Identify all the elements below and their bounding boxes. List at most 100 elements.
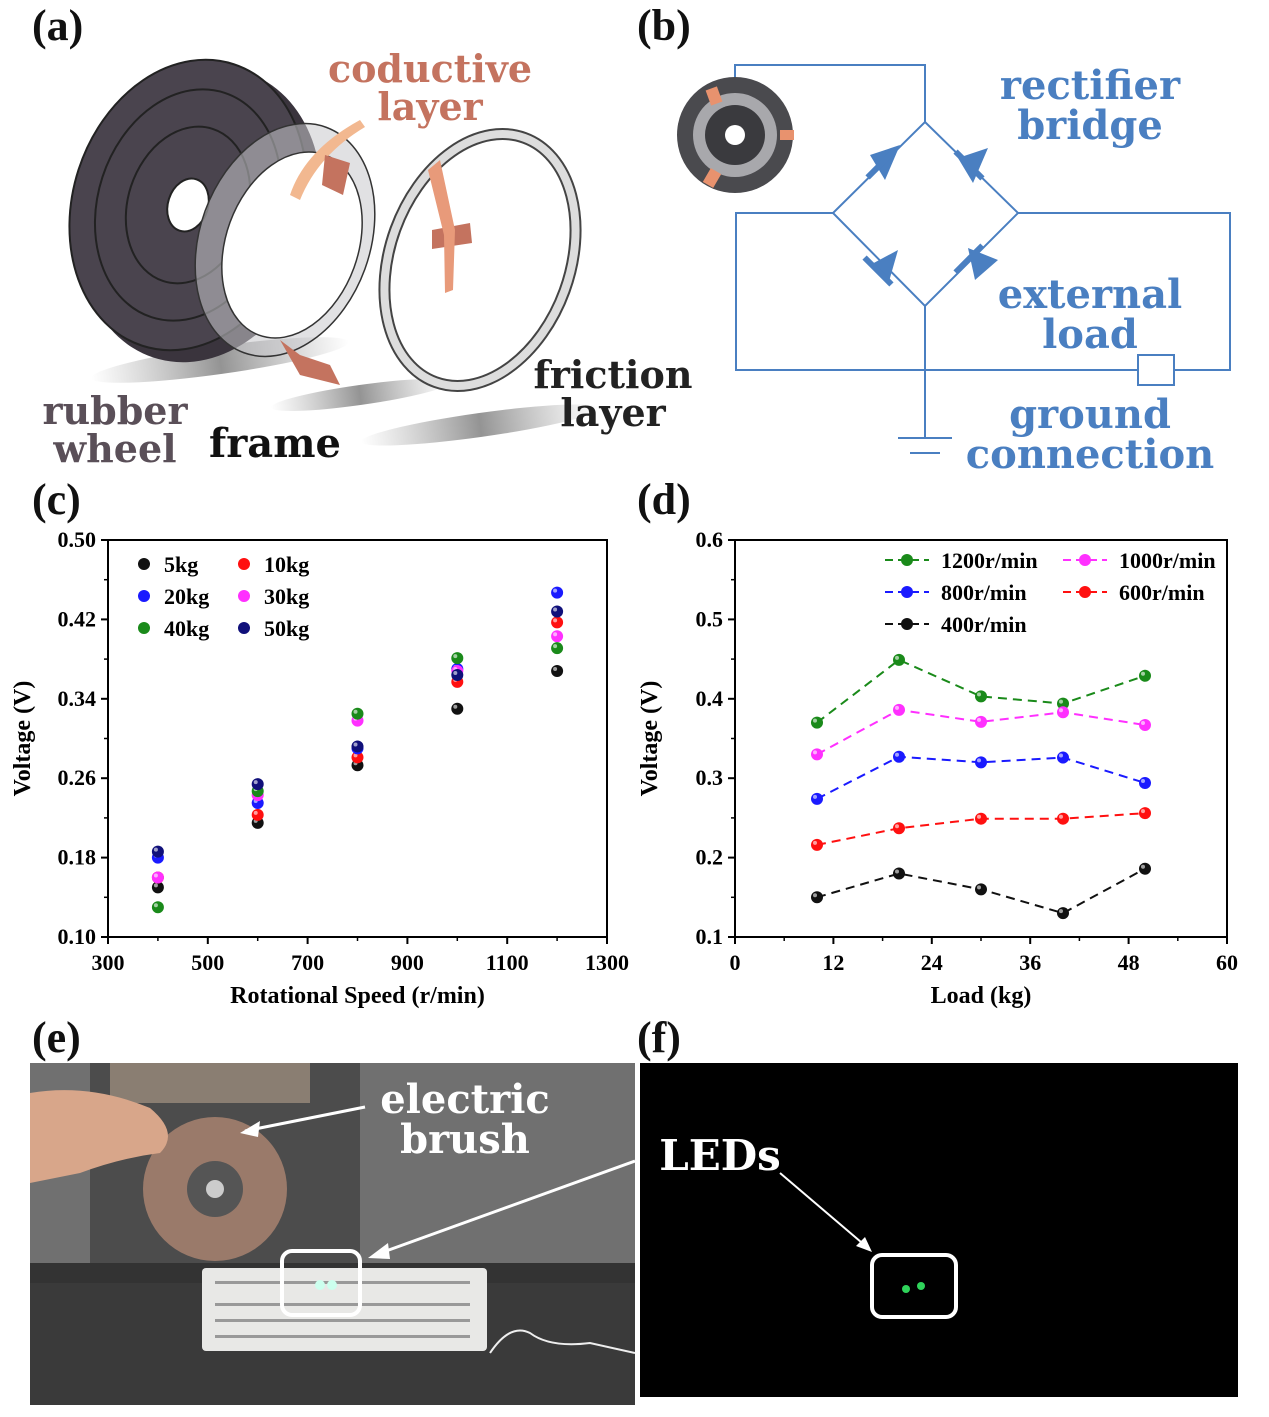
frame-shadow — [270, 379, 450, 411]
y-tick-label: 0.34 — [58, 686, 97, 711]
data-point-highlight — [895, 705, 899, 710]
data-point — [151, 845, 164, 858]
ground-label-line2: connection — [965, 431, 1215, 478]
friction-shadow — [361, 404, 599, 446]
data-point — [975, 690, 987, 703]
legend-marker — [901, 554, 913, 566]
data-point-highlight — [1141, 864, 1145, 869]
data-point-highlight — [895, 655, 899, 660]
data-point-highlight — [553, 644, 558, 649]
data-point — [351, 707, 364, 720]
brush-label-line1: electric — [380, 1076, 550, 1123]
legend-marker — [238, 622, 250, 634]
x-tick-label: 60 — [1216, 950, 1238, 975]
legend-marker — [138, 622, 150, 634]
conductive-label-line2: layer — [377, 84, 483, 129]
data-point-highlight — [977, 758, 981, 763]
conductive-layer-label: coductive layer — [320, 50, 540, 126]
data-point — [551, 642, 564, 655]
data-point-highlight — [253, 780, 258, 785]
legend-label: 5kg — [164, 552, 198, 577]
data-point-highlight — [253, 810, 258, 815]
data-point-highlight — [1059, 753, 1063, 758]
legend-label: 20kg — [164, 584, 209, 609]
legend-label: 1000r/min — [1119, 548, 1216, 573]
external-label-line1: external — [997, 271, 1183, 318]
panel-label-f: (f) — [637, 1013, 681, 1062]
led-highlight-box — [870, 1253, 958, 1319]
legend-entry: 1000r/min — [1063, 548, 1216, 573]
x-axis-label: Rotational Speed (r/min) — [230, 983, 485, 1009]
series-line — [816, 755, 1146, 800]
x-tick-label: 300 — [92, 950, 125, 975]
legend-label: 600r/min — [1119, 580, 1205, 605]
data-point — [893, 653, 905, 666]
legend-entry: 20kg — [138, 584, 209, 609]
y-tick-label: 0.4 — [696, 686, 724, 711]
x-tick-label: 700 — [291, 950, 324, 975]
data-point — [551, 605, 564, 618]
led-2 — [917, 1282, 925, 1290]
rubber-label-line1: rubber — [42, 388, 188, 433]
data-point — [811, 838, 823, 851]
data-point — [893, 750, 905, 763]
friction-label-line2: layer — [560, 390, 666, 435]
data-point-highlight — [553, 632, 558, 637]
data-point-highlight — [1141, 809, 1145, 814]
data-point-highlight — [553, 588, 558, 593]
series-line — [816, 658, 1146, 724]
friction-label-line1: friction — [533, 352, 693, 397]
x-axis-label: Load (kg) — [931, 983, 1032, 1009]
legend-label: 10kg — [264, 552, 309, 577]
ground-connection-label: ground connection — [960, 395, 1220, 475]
legend-entry: 600r/min — [1063, 580, 1205, 605]
panel-label-b: (b) — [637, 1, 691, 50]
x-tick-label: 24 — [921, 950, 943, 975]
rubber-label-line2: wheel — [53, 426, 177, 471]
y-tick-label: 0.42 — [58, 606, 97, 631]
data-point-highlight — [453, 670, 458, 675]
data-point-highlight — [895, 869, 899, 874]
data-point-highlight — [813, 840, 817, 845]
data-point-highlight — [553, 618, 558, 623]
data-point-highlight — [813, 893, 817, 898]
data-point — [351, 740, 364, 753]
y-tick-label: 0.3 — [696, 765, 724, 790]
rubber-wheel-label: rubber wheel — [30, 392, 200, 468]
data-point — [1057, 751, 1069, 764]
y-tick-label: 0.5 — [696, 606, 724, 631]
panel-a-illustration — [68, 58, 599, 446]
electric-brush-label: electric brush — [365, 1080, 565, 1160]
data-point-highlight — [813, 750, 817, 755]
series-line — [816, 708, 1146, 756]
series-40kg — [151, 642, 564, 914]
legend-entry: 1200r/min — [885, 548, 1038, 573]
x-tick-label: 500 — [191, 950, 224, 975]
legend-label: 40kg — [164, 616, 209, 641]
data-point — [551, 586, 564, 599]
series-50kg — [151, 605, 564, 858]
data-point-highlight — [813, 718, 817, 723]
legend-marker — [1079, 554, 1091, 566]
friction-layer-label: friction layer — [528, 356, 698, 432]
data-point — [811, 748, 823, 761]
y-axis-label: Voltage (V) — [10, 681, 36, 797]
data-point — [551, 616, 564, 629]
y-tick-label: 0.1 — [696, 924, 724, 949]
data-point — [1139, 807, 1151, 820]
legend-entry: 50kg — [238, 616, 309, 641]
frame-label: frame — [209, 420, 341, 467]
y-tick-label: 0.26 — [58, 765, 97, 790]
y-tick-label: 0.2 — [696, 845, 724, 870]
leds-label: LEDs — [659, 1131, 781, 1180]
legend-marker — [238, 590, 250, 602]
data-point-highlight — [1059, 814, 1063, 819]
rectifier-label-line1: rectifier — [999, 62, 1181, 109]
legend-entry: 5kg — [138, 552, 198, 577]
legend-label: 1200r/min — [941, 548, 1038, 573]
friction-ring — [378, 128, 582, 392]
data-point-highlight — [453, 704, 458, 709]
data-point — [893, 867, 905, 880]
wheel-disc-icon — [677, 77, 794, 193]
